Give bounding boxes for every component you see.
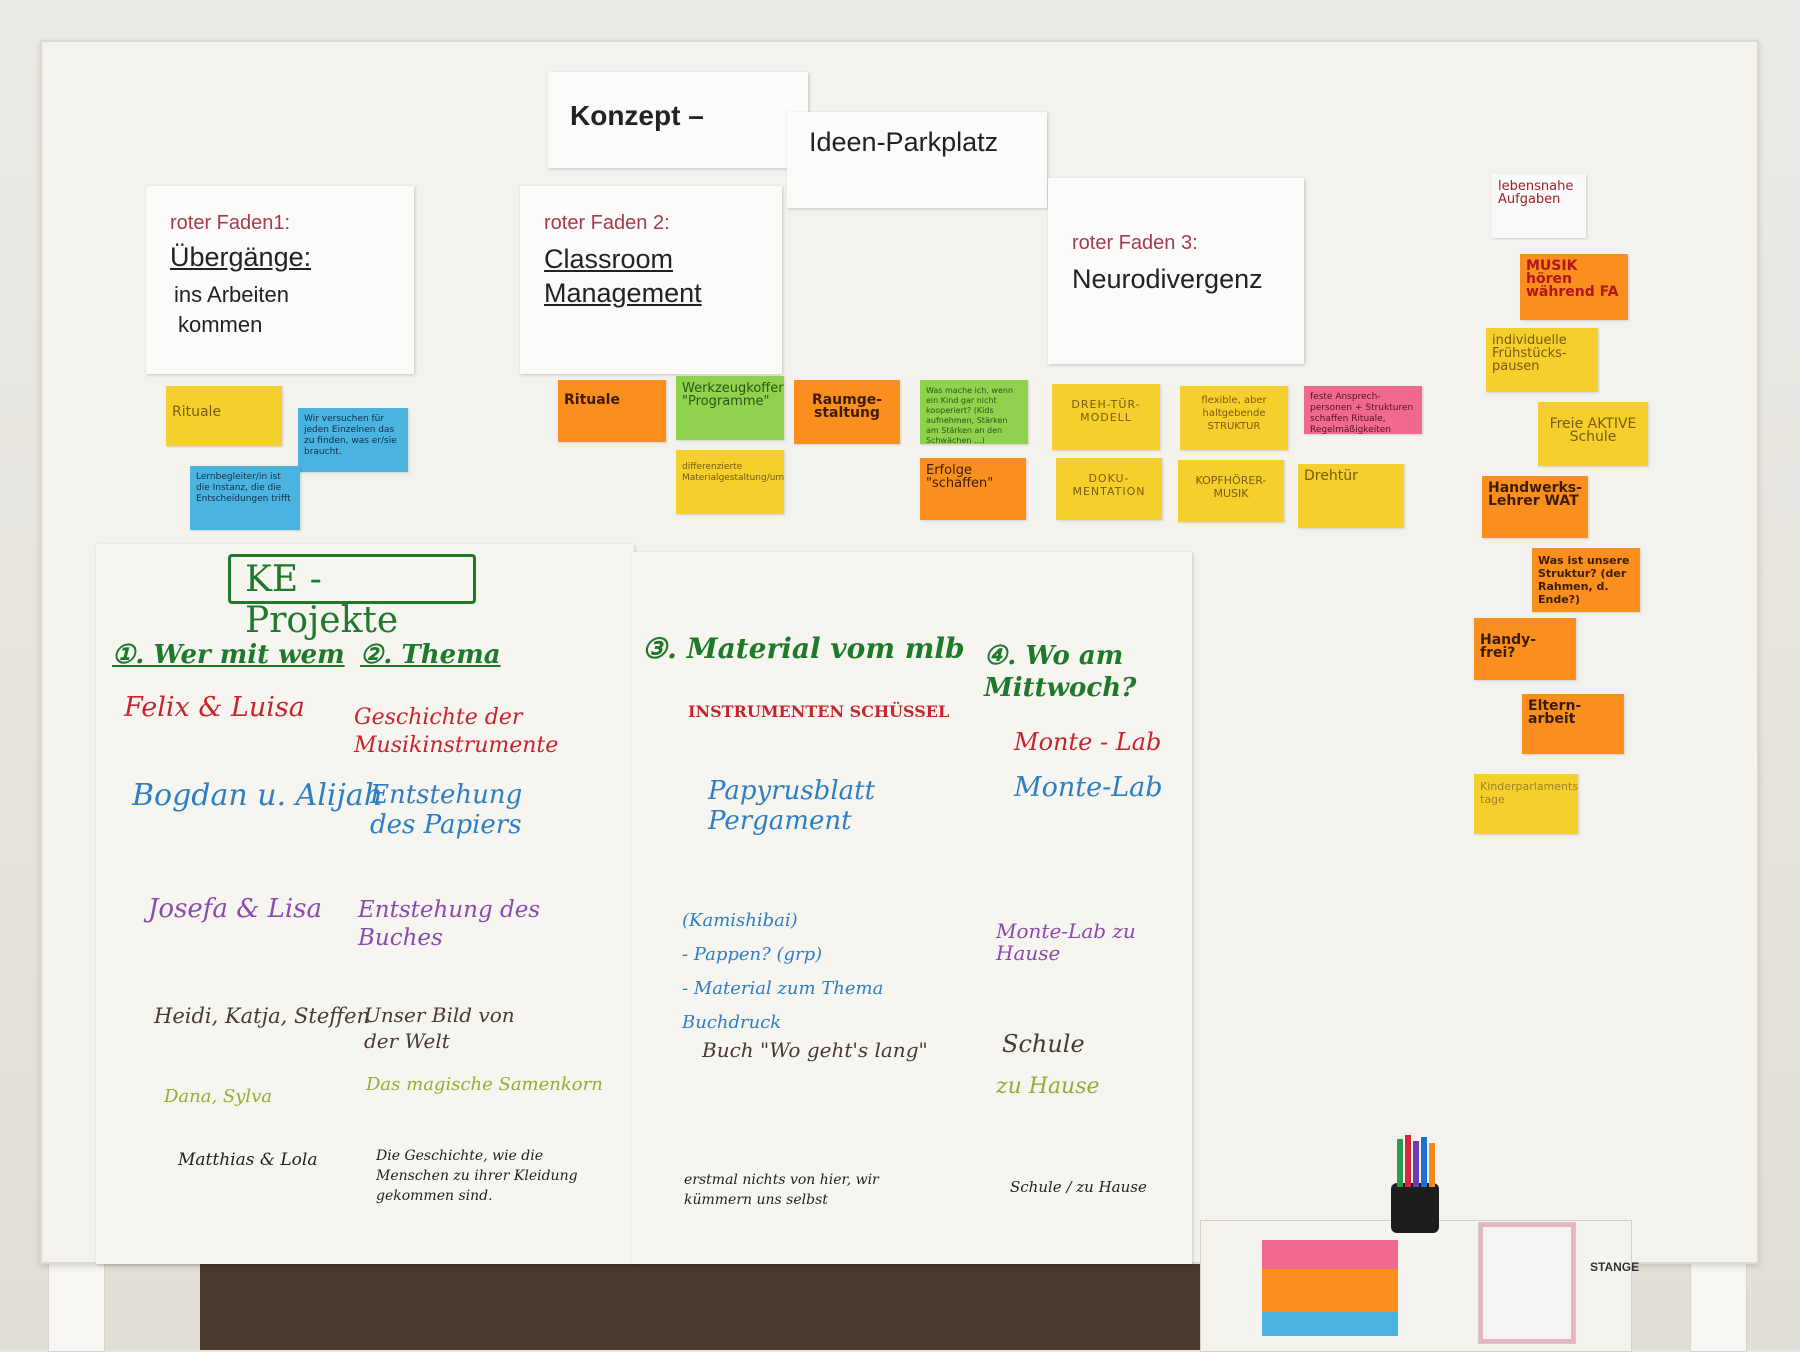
row1-material: INSTRUMENTEN SCHÜSSEL: [688, 702, 950, 721]
row4-theme: Unser Bild von der Welt: [364, 1003, 515, 1053]
row3-material: (Kamishibai) - Pappen? (grp) - Material …: [682, 910, 884, 1033]
note-was-ist-unsere-struktur: Was ist unsere Struktur? (der Rahmen, d.…: [1532, 548, 1640, 612]
flipchart-left: [96, 544, 634, 1264]
note-differenzierte-material: differenzierte Materialgestaltung/umbau: [676, 450, 784, 514]
header-konzept-text: Konzept –: [570, 100, 704, 131]
row3-who: Josefa & Lisa: [148, 894, 323, 924]
note-rituale-2: Rituale: [558, 380, 666, 442]
thread-2-line2: Management: [544, 278, 702, 308]
thread-1-line3: kommen: [178, 312, 263, 337]
note-dokumentation: DOKU-MENTATION: [1056, 458, 1162, 520]
row6-where: Schule / zu Hause: [1010, 1178, 1147, 1196]
row1-who: Felix & Luisa: [124, 692, 305, 723]
col-heading-where: ④. Wo am Mittwoch?: [984, 641, 1137, 703]
board-stand-shadow: [200, 1262, 1350, 1350]
note-drehtuer: Drehtür: [1298, 464, 1404, 528]
pen-cup: [1391, 1135, 1439, 1233]
col-heading-material: ③. Material vom mlb: [642, 632, 965, 665]
thread-2-title: Classroom: [544, 244, 674, 274]
flipchart-right: [632, 552, 1192, 1264]
row6-theme: Die Geschichte, wie die Menschen zu ihre…: [376, 1148, 578, 1204]
col-heading-who: ①. Wer mit wem: [112, 640, 345, 670]
col-heading-theme: ②. Thema: [360, 640, 501, 670]
sticky-note-pad-stack: [1262, 1240, 1398, 1336]
thread-1-title: Übergänge:: [170, 242, 312, 272]
note-flexible-struktur: flexible, aber haltgebende STRUKTUR: [1180, 386, 1288, 450]
note-kinderparlament: Kinderparlaments-tage: [1474, 774, 1578, 834]
stand-brand: STANGE: [1590, 1260, 1640, 1274]
note-kopfhoerer-musik: KOPFHÖRER-MUSIK: [1178, 460, 1284, 522]
row4-where: Schule: [1002, 1030, 1085, 1058]
thread-3-sub: roter Faden 3:: [1072, 232, 1198, 254]
note-erfolge-schaffen: Erfolge "schaffen": [920, 458, 1026, 520]
row5-who: Dana, Sylva: [164, 1086, 273, 1107]
note-freie-aktive-schule: Freie AKTIVE Schule: [1538, 402, 1648, 466]
note-fruehstueckspausen: individuelle Frühstücks-pausen: [1486, 328, 1598, 392]
row2-material: Papyrusblatt Pergament: [708, 776, 876, 836]
thread-2-card: roter Faden 2: Classroom Management: [520, 186, 782, 374]
note-lebensnahe-aufgaben: lebensnahe Aufgaben: [1492, 174, 1586, 238]
thread-1-card: roter Faden1: Übergänge: ins Arbeiten ko…: [146, 186, 414, 374]
header-ideen-parkplatz: Ideen-Parkplatz: [787, 112, 1047, 208]
flipchart-title-box: KE - Projekte: [228, 554, 476, 641]
row5-where: zu Hause: [996, 1074, 1100, 1099]
thread-1-line2: ins Arbeiten: [174, 282, 289, 307]
row2-who: Bogdan u. Alijah: [132, 778, 384, 813]
note-feste-ansprechpersonen: feste Ansprech-personen + Strukturen sch…: [1304, 386, 1422, 434]
header-parkplatz-text: Ideen-Parkplatz: [809, 127, 999, 157]
row4-who: Heidi, Katja, Steffen: [154, 1004, 371, 1028]
row6-material: erstmal nichts von hier, wir kümmern uns…: [684, 1172, 879, 1208]
thread-2-sub: roter Faden 2:: [544, 212, 670, 234]
note-musik-hoeren: MUSIK hören während FA: [1520, 254, 1628, 320]
row2-theme: Entstehung des Papiers: [370, 780, 523, 840]
row4-material: Buch "Wo geht's lang": [702, 1038, 928, 1062]
note-raumgestaltung: Raumge-staltung: [794, 380, 900, 444]
row3-where: Monte-Lab zu Hause: [996, 919, 1136, 965]
thread-3-title: Neurodivergenz: [1072, 264, 1263, 294]
note-wir-versuchen: Wir versuchen für jeden Einzelnen das zu…: [298, 408, 408, 472]
note-werkzeugkoffer: Werkzeugkoffer "Programme": [676, 376, 784, 440]
row1-theme: Geschichte der Musikinstrumente: [354, 705, 559, 758]
note-lernbegleiter: Lernbegleiter/in ist die Instanz, die di…: [190, 466, 300, 530]
row5-theme: Das magische Samenkorn: [366, 1074, 603, 1095]
note-elternarbeit: Eltern-arbeit: [1522, 694, 1624, 754]
note-drehtuer-modell: DREH-TÜR-MODELL: [1052, 384, 1160, 450]
row3-theme: Entstehung des Buches: [358, 897, 541, 951]
note-rituale-1: Rituale: [166, 386, 282, 446]
thread-1-sub: roter Faden1:: [170, 212, 291, 234]
note-handy-frei: Handy-frei?: [1474, 618, 1576, 680]
note-handwerks-lehrer: Handwerks-Lehrer WAT: [1482, 476, 1588, 538]
thread-3-card: roter Faden 3: Neurodivergenz: [1048, 178, 1304, 364]
row1-where: Monte - Lab: [1014, 728, 1162, 756]
row6-who: Matthias & Lola: [178, 1150, 318, 1170]
row2-where: Monte-Lab: [1014, 772, 1163, 803]
header-konzept: Konzept –: [548, 72, 808, 168]
index-card-stack: [1478, 1222, 1576, 1344]
flipchart-title: KE - Projekte: [245, 559, 399, 641]
note-was-mache-ich: Was mache ich, wenn ein Kind gar nicht k…: [920, 380, 1028, 444]
